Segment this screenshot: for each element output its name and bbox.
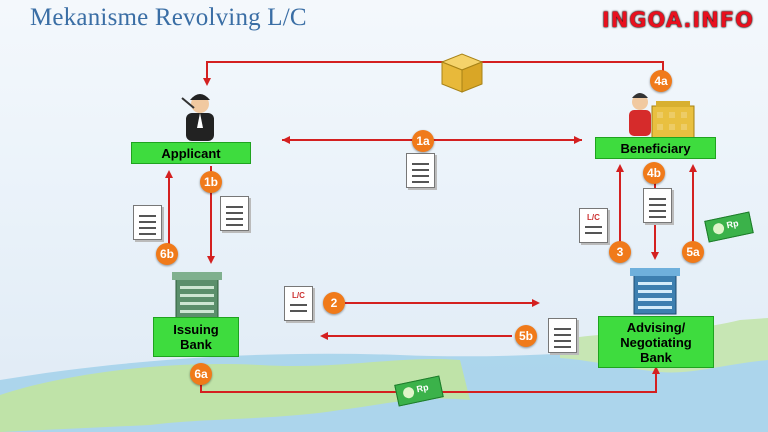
step-badge-6a: 6a — [190, 363, 212, 385]
beneficiary-person-icon — [629, 93, 651, 136]
document-icon — [220, 196, 249, 231]
step-badge-1b: 1b — [200, 171, 222, 193]
applicant-label: Applicant — [161, 145, 221, 161]
goods-box-icon — [440, 53, 484, 93]
land-shape — [0, 358, 470, 432]
arrow-goods-4a — [203, 61, 664, 86]
applicant-node: Applicant — [131, 142, 251, 164]
document-icon — [133, 205, 162, 240]
lc-document-label: L/C — [292, 291, 305, 300]
step-badge-5b: 5b — [515, 325, 537, 347]
advising-bank-node: Advising/ Negotiating Bank — [598, 316, 714, 368]
beneficiary-label: Beneficiary — [620, 140, 691, 156]
lc-document-icon: L/C — [284, 286, 313, 321]
step-badge-4b: 4b — [643, 162, 665, 184]
applicant-person-icon — [181, 94, 214, 141]
brand-logo: INGOA.INFO — [601, 8, 754, 32]
document-icon — [548, 318, 577, 353]
step-badge-4a: 4a — [650, 70, 672, 92]
step-badge-3: 3 — [609, 241, 631, 263]
money-label: Rp — [725, 218, 740, 231]
beneficiary-node: Beneficiary — [595, 137, 716, 159]
step-badge-5a: 5a — [682, 241, 704, 263]
money-label: Rp — [415, 382, 430, 395]
advising-bank-label: Advising/ Negotiating Bank — [620, 319, 692, 365]
beneficiary-building-icon — [651, 101, 695, 139]
issuing-bank-node: Issuing Bank — [153, 317, 239, 357]
issuing-bank-building-icon — [172, 272, 222, 321]
step-badge-2: 2 — [323, 292, 345, 314]
issuing-bank-label: Issuing Bank — [173, 322, 219, 352]
step-badge-1a: 1a — [412, 130, 434, 152]
lc-document-icon: L/C — [579, 208, 608, 243]
document-icon — [643, 188, 672, 223]
page-title: Mekanisme Revolving L/C — [30, 4, 307, 31]
step-badge-6b: 6b — [156, 243, 178, 265]
advising-bank-building-icon — [630, 268, 680, 315]
document-icon — [406, 153, 435, 188]
lc-document-label: L/C — [587, 213, 600, 222]
